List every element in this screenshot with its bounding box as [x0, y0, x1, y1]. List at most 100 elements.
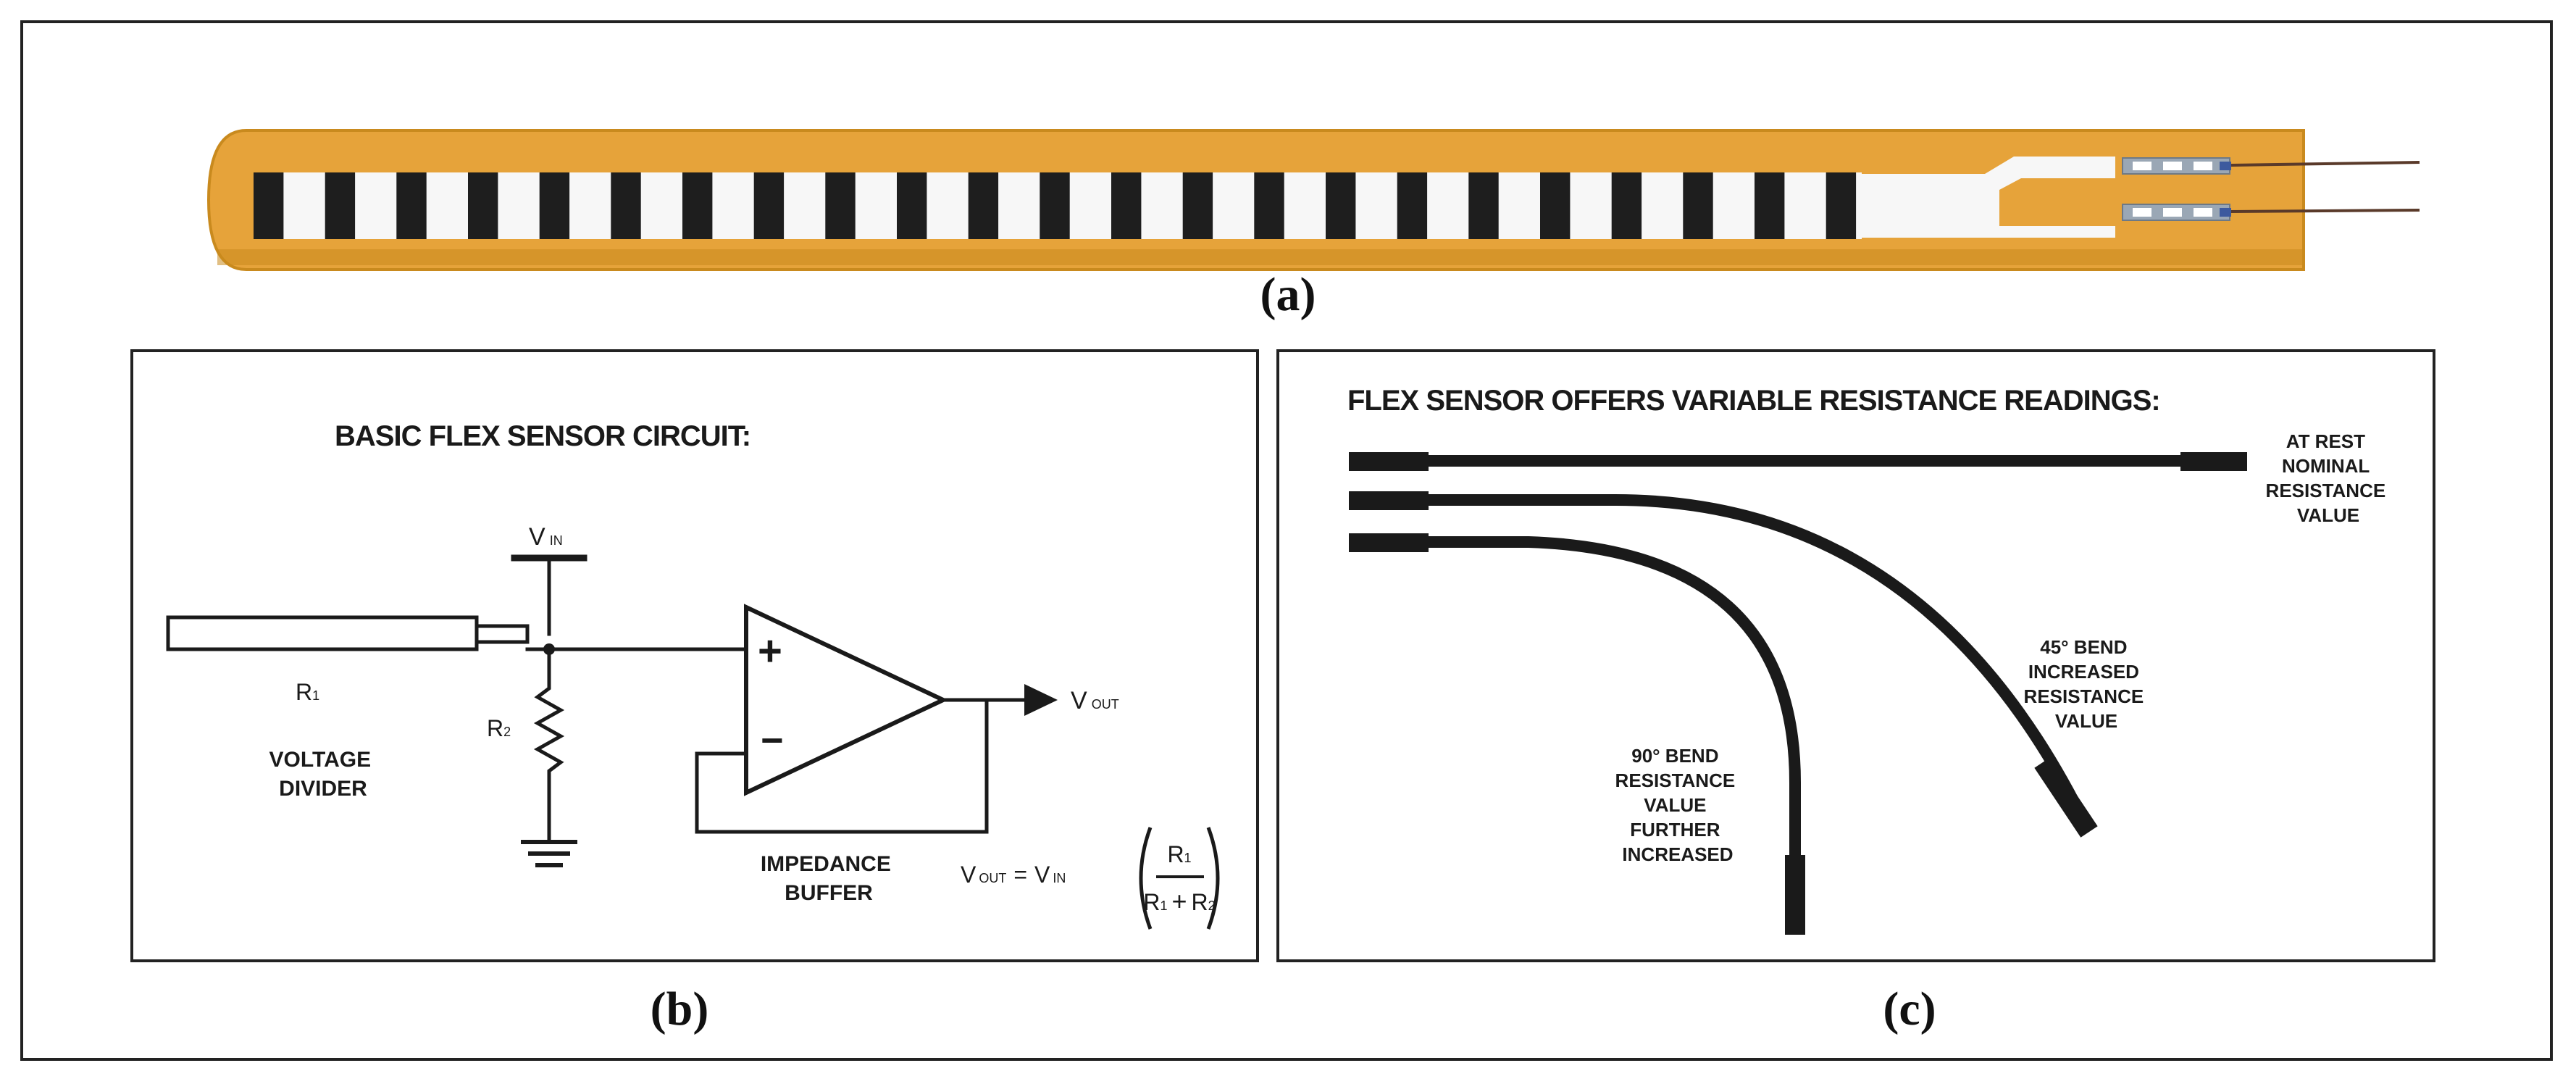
sensor-segment	[1611, 172, 1642, 239]
voltage-divider-line-1: VOLTAGE	[269, 748, 372, 772]
label-r1: R1	[296, 679, 319, 705]
formula-vin-sub: IN	[1053, 871, 1066, 885]
sensor-45-end-tip	[2034, 756, 2098, 838]
sensor-segment	[1683, 172, 1713, 239]
sensor-inner-shadow	[217, 249, 2304, 265]
vout-sub: OUT	[1092, 697, 1119, 712]
resistor-r2	[533, 647, 565, 841]
circuit-diagram	[166, 554, 1058, 867]
formula-denominator: R1+R2	[1143, 886, 1215, 916]
at-rest-line-4: VALUE	[2297, 504, 2359, 526]
formula-den-b-sub: 2	[1208, 899, 1216, 913]
sensor-segment	[1826, 172, 1857, 239]
flex-sensor-photo	[206, 129, 2420, 271]
sensor-segment	[1111, 172, 1142, 239]
label-at-rest: AT REST NOMINAL RESISTANCE VALUE	[2266, 430, 2391, 526]
vin-sub: IN	[550, 533, 563, 548]
bend90-line-4: FURTHER	[1630, 819, 1720, 841]
formula-num-sub: 1	[1184, 851, 1192, 865]
label-a: (a)	[1260, 268, 1316, 321]
bend-illustration	[1349, 452, 2247, 935]
formula-paren-left	[1139, 827, 1153, 930]
label-b: (b)	[651, 983, 709, 1035]
formula-eq: =	[1013, 862, 1027, 888]
formula-lhs-sub: OUT	[979, 871, 1006, 885]
sensor-segment	[611, 172, 641, 239]
sensor-pin-bottom	[2230, 209, 2420, 213]
sensor-segment	[968, 172, 999, 239]
output-arrow	[1024, 684, 1058, 716]
sensor-45-end-left	[1349, 491, 1429, 510]
sensor-segment	[468, 172, 498, 239]
formula-den-b-main: R	[1192, 889, 1208, 915]
r1-sub: 1	[312, 688, 319, 703]
sensor-segment	[1468, 172, 1499, 239]
formula-numerator: R1	[1167, 841, 1191, 867]
r2-main: R	[487, 715, 503, 741]
sensor-segment	[396, 172, 427, 239]
op-amp	[744, 604, 949, 796]
bend45-line-1: 45° BEND	[2040, 636, 2127, 658]
sensor-segment	[254, 172, 284, 239]
bend90-line-2: RESISTANCE	[1615, 770, 1736, 791]
formula-lhs-main: V	[961, 862, 977, 888]
impedance-buffer-line-1: IMPEDANCE	[761, 852, 891, 876]
flex-sensor-resistor-r1	[166, 615, 479, 651]
at-rest-line-2: NOMINAL	[2282, 455, 2370, 477]
sensor-segment	[1040, 172, 1070, 239]
sensor-at-rest-end-right	[2180, 452, 2247, 471]
panel-c-title: FLEX SENSOR OFFERS VARIABLE RESISTANCE R…	[1347, 385, 2160, 417]
sensor-segments	[254, 172, 1862, 239]
sensor-segment	[682, 172, 713, 239]
sensor-segment	[753, 172, 785, 239]
panel-c-box	[1276, 349, 2435, 962]
sensor-pin-top	[2230, 161, 2420, 167]
label-voltage-divider: VOLTAGE DIVIDER	[269, 748, 377, 801]
sensor-segment	[825, 172, 856, 239]
feedback-wire	[695, 698, 989, 834]
label-45-bend: 45° BEND INCREASED RESISTANCE VALUE	[2024, 636, 2149, 732]
sensor-segment	[1755, 172, 1785, 239]
label-90-bend: 90° BEND RESISTANCE VALUE FURTHER INCREA…	[1615, 745, 1741, 865]
panel-b-title: BASIC FLEX SENSOR CIRCUIT:	[335, 420, 750, 452]
sensor-segment	[1397, 172, 1428, 239]
panel-b-box	[130, 349, 1259, 962]
at-rest-line-3: RESISTANCE	[2266, 480, 2386, 501]
sensor-lead	[474, 624, 530, 644]
sensor-segment	[897, 172, 927, 239]
op-amp-minus: −	[761, 719, 784, 762]
sensor-connector-bottom	[2122, 204, 2231, 221]
sensor-segment	[1182, 172, 1213, 239]
sensor-segment	[1254, 172, 1284, 239]
formula-den-plus: +	[1171, 886, 1187, 916]
voltage-divider-line-2: DIVIDER	[279, 777, 367, 801]
at-rest-line-1: AT REST	[2286, 430, 2365, 452]
label-r2: R2	[487, 715, 511, 741]
bend45-line-4: VALUE	[2055, 710, 2117, 732]
formula-paren-right	[1206, 827, 1220, 930]
formula-num-main: R	[1167, 841, 1184, 867]
label-c: (c)	[1883, 983, 1936, 1035]
sensor-90-end-left	[1349, 533, 1429, 552]
bend90-line-3: VALUE	[1644, 794, 1706, 816]
sensor-connector-top	[2122, 157, 2231, 175]
label-impedance-buffer: IMPEDANCE BUFFER	[761, 852, 897, 905]
r1-main: R	[296, 679, 312, 705]
sensor-segment	[1540, 172, 1571, 239]
sensor-90-bend	[1349, 536, 1801, 930]
bend90-line-1: 90° BEND	[1631, 745, 1718, 767]
formula-den-a-sub: 1	[1160, 899, 1167, 913]
bend45-line-2: INCREASED	[2028, 661, 2139, 683]
sensor-segment	[1326, 172, 1356, 239]
formula-den-a-main: R	[1143, 889, 1160, 915]
figure-frame	[20, 20, 2553, 1061]
impedance-buffer-line-2: BUFFER	[785, 881, 873, 905]
sensor-45-bend	[1349, 494, 2092, 829]
bend90-line-5: INCREASED	[1622, 843, 1733, 865]
sensor-trace-tail	[1862, 157, 2115, 238]
formula-vin-main: V	[1034, 862, 1050, 888]
